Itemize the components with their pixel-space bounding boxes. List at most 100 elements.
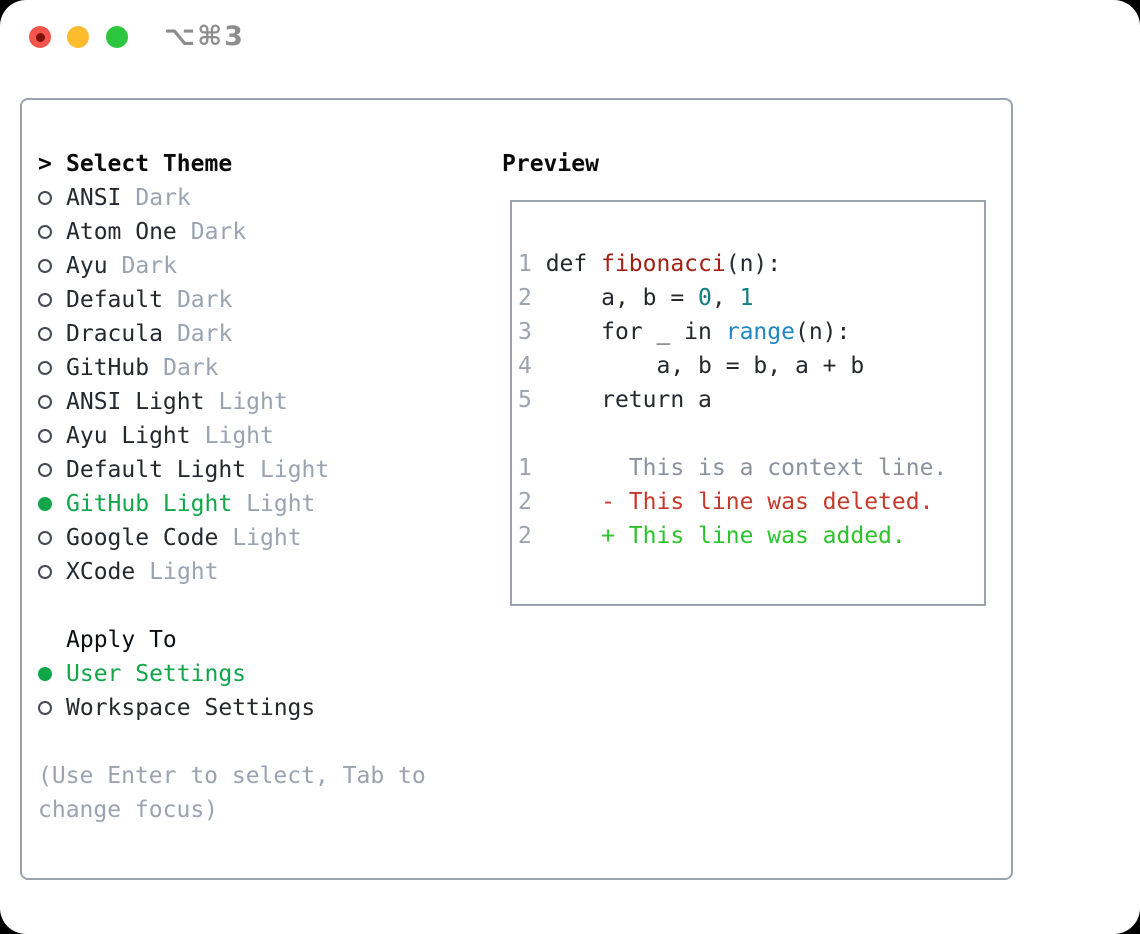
apply-to-option[interactable]: User Settings <box>38 657 426 691</box>
radio-icon <box>38 701 52 715</box>
code-line: 5 return a <box>518 383 947 417</box>
code-line: 1 This is a context line. <box>518 451 947 485</box>
theme-variant-label: Light <box>232 525 302 551</box>
option-label: ANSI <box>66 185 122 211</box>
radio-marker <box>38 361 66 375</box>
radio-marker <box>38 701 66 715</box>
radio-icon <box>38 395 52 409</box>
code-segment-num: 1 <box>518 455 546 481</box>
radio-marker <box>38 259 66 273</box>
code-segment-add: + This line was added. <box>545 523 906 549</box>
option-label: Ayu Light <box>66 423 191 449</box>
code-segment-num: 2 <box>518 489 546 515</box>
code-segment-num: 3 <box>518 319 546 345</box>
radio-selected-icon <box>38 497 52 511</box>
option-label: Default Light <box>66 457 247 483</box>
option-label: Ayu <box>66 253 108 279</box>
code-segment-blue: range <box>725 319 795 345</box>
theme-variant-label: Dark <box>135 185 191 211</box>
option-label: Dracula <box>66 321 163 347</box>
option-label: Google Code <box>66 525 219 551</box>
option-label: Atom One <box>66 219 177 245</box>
theme-variant-label: Dark <box>163 355 219 381</box>
radio-icon <box>38 565 52 579</box>
code-segment-teal: 0 <box>698 285 712 311</box>
code-line: 2 + This line was added. <box>518 519 947 553</box>
code-segment-num: 2 <box>518 285 546 311</box>
theme-option[interactable]: Default Light Light <box>38 453 426 487</box>
code-segment-code: a, b = <box>545 285 699 311</box>
radio-icon <box>38 191 52 205</box>
preview-title: Preview <box>502 151 599 177</box>
code-segment-num: 5 <box>518 387 546 413</box>
theme-option[interactable]: ANSI Dark <box>38 181 426 215</box>
radio-selected-icon <box>38 667 52 681</box>
code-segment-teal: 1 <box>739 285 754 311</box>
radio-marker <box>38 327 66 341</box>
window-titlebar: ⌥⌘3 <box>0 0 1140 76</box>
option-label: GitHub Light <box>66 491 233 517</box>
option-label: ANSI Light <box>66 389 205 415</box>
theme-variant-label: Light <box>218 389 288 415</box>
code-segment-num: 1 <box>518 251 546 277</box>
radio-icon <box>38 259 52 273</box>
code-segment-code: (n): <box>794 319 851 345</box>
option-label: User Settings <box>66 661 247 687</box>
theme-option[interactable]: Ayu Light Light <box>38 419 426 453</box>
radio-marker <box>38 531 66 545</box>
code-line <box>518 417 947 451</box>
zoom-button[interactable] <box>106 26 128 48</box>
code-segment-num: 2 <box>518 523 546 549</box>
code-line: 4 a, b = b, a + b <box>518 349 947 383</box>
theme-option[interactable]: Ayu Dark <box>38 249 426 283</box>
radio-marker <box>38 667 66 681</box>
theme-option[interactable]: GitHub Dark <box>38 351 426 385</box>
keyboard-shortcut-label: ⌥⌘3 <box>164 21 245 52</box>
option-label: Workspace Settings <box>66 695 316 721</box>
radio-icon <box>38 531 52 545</box>
code-segment-num: 4 <box>518 353 546 379</box>
spacer-row <box>38 725 426 759</box>
code-segment-code: (n): <box>725 251 782 277</box>
radio-icon <box>38 225 52 239</box>
theme-option[interactable]: ANSI Light Light <box>38 385 426 419</box>
radio-marker <box>38 395 66 409</box>
code-line: 2 - This line was deleted. <box>518 485 947 519</box>
prompt-icon: > <box>38 151 52 177</box>
close-button[interactable] <box>29 26 51 48</box>
radio-icon <box>38 293 52 307</box>
theme-variant-label: Light <box>204 423 274 449</box>
theme-variant-label: Light <box>149 559 219 585</box>
keyboard-hint-line2: change focus) <box>38 797 219 823</box>
code-segment-fn: fibonacci <box>601 251 726 277</box>
code-line: 1 def fibonacci(n): <box>518 247 947 281</box>
option-label: Default <box>66 287 163 313</box>
code-segment-code: for _ in <box>545 319 726 345</box>
theme-variant-label: Light <box>260 457 330 483</box>
code-segment-code: def <box>545 251 602 277</box>
radio-icon <box>38 361 52 375</box>
radio-marker <box>38 225 66 239</box>
code-line: 3 for _ in range(n): <box>518 315 947 349</box>
apply-to-option[interactable]: Workspace Settings <box>38 691 426 725</box>
radio-icon <box>38 327 52 341</box>
keyboard-hint-line1: (Use Enter to select, Tab to <box>38 763 426 789</box>
minimize-button[interactable] <box>67 26 89 48</box>
radio-marker <box>38 497 66 511</box>
apply-to-title: Apply To <box>66 627 177 653</box>
theme-option[interactable]: Dracula Dark <box>38 317 426 351</box>
theme-variant-label: Dark <box>176 321 233 347</box>
close-dot-icon <box>35 32 45 42</box>
option-label: GitHub <box>66 355 150 381</box>
theme-option[interactable]: Google Code Light <box>38 521 426 555</box>
theme-variant-label: Dark <box>121 253 177 279</box>
